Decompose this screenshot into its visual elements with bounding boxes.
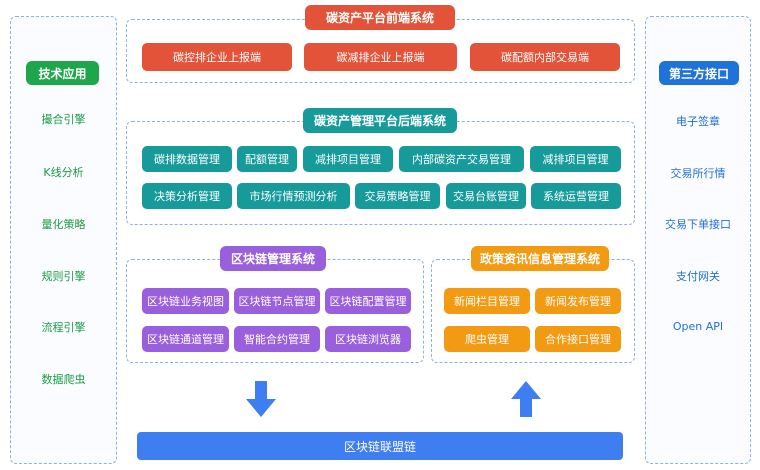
frontend-item-0: 碳控排企业上报端 xyxy=(142,43,292,71)
left-item-4: 流程引擎 xyxy=(41,321,86,334)
up-arrow-icon xyxy=(511,381,541,417)
down-arrow-icon xyxy=(246,381,276,417)
right-item-1: 交易所行情 xyxy=(670,167,726,180)
blockchain-item-0: 区块链业务视图 xyxy=(142,288,229,314)
right-item-2: 交易下单接口 xyxy=(665,218,731,231)
backend-row1-item-3: 内部碳资产交易管理 xyxy=(399,146,524,172)
backend-row1-item-1: 配额管理 xyxy=(237,146,297,172)
left-item-2: 量化策略 xyxy=(41,218,86,231)
frontend-item-2: 碳配额内部交易端 xyxy=(470,43,620,71)
blockchain-alliance-bar: 区块链联盟链 xyxy=(137,432,623,460)
backend-row1-item-0: 碳排数据管理 xyxy=(142,146,232,172)
frontend-item-1: 碳减排企业上报端 xyxy=(304,43,457,71)
right-panel-title: 第三方接口 xyxy=(659,61,739,85)
backend-row1-item-2: 减排项目管理 xyxy=(303,146,393,172)
blockchain-item-3: 区块链通道管理 xyxy=(142,326,229,352)
right-item-3: 支付网关 xyxy=(676,270,720,283)
blockchain-item-4: 智能合约管理 xyxy=(234,326,320,352)
backend-title: 碳资产管理平台后端系统 xyxy=(303,108,457,133)
left-item-5: 数据爬虫 xyxy=(41,373,86,386)
policy-item-3: 合作接口管理 xyxy=(535,326,621,352)
backend-row2-item-3: 交易台账管理 xyxy=(446,183,526,209)
right-item-0: 电子签章 xyxy=(676,115,720,128)
left-item-0: 撮合引擎 xyxy=(41,113,86,126)
left-item-1: K线分析 xyxy=(43,166,84,179)
left-panel-title: 技术应用 xyxy=(26,61,99,85)
backend-row2-item-1: 市场行情预测分析 xyxy=(237,183,350,209)
policy-item-1: 新闻发布管理 xyxy=(535,288,621,314)
right-item-4: Open API xyxy=(672,320,724,333)
policy-item-2: 爬虫管理 xyxy=(444,326,530,352)
backend-row1-item-4: 减排项目管理 xyxy=(530,146,621,172)
policy-mgmt-title: 政策资讯信息管理系统 xyxy=(471,246,609,271)
blockchain-mgmt-title: 区块链管理系统 xyxy=(220,246,326,271)
backend-row2-item-0: 决策分析管理 xyxy=(142,183,232,209)
blockchain-item-2: 区块链配置管理 xyxy=(325,288,411,314)
backend-section xyxy=(126,121,635,225)
backend-row2-item-2: 交易策略管理 xyxy=(355,183,440,209)
blockchain-item-5: 区块链浏览器 xyxy=(325,326,411,352)
policy-item-0: 新闻栏目管理 xyxy=(444,288,530,314)
frontend-title: 碳资产平台前端系统 xyxy=(305,5,455,30)
right-panel xyxy=(645,16,751,464)
left-item-3: 规则引擎 xyxy=(41,270,86,283)
left-panel xyxy=(10,16,117,464)
backend-row2-item-4: 系统运营管理 xyxy=(531,183,621,209)
blockchain-item-1: 区块链节点管理 xyxy=(234,288,320,314)
